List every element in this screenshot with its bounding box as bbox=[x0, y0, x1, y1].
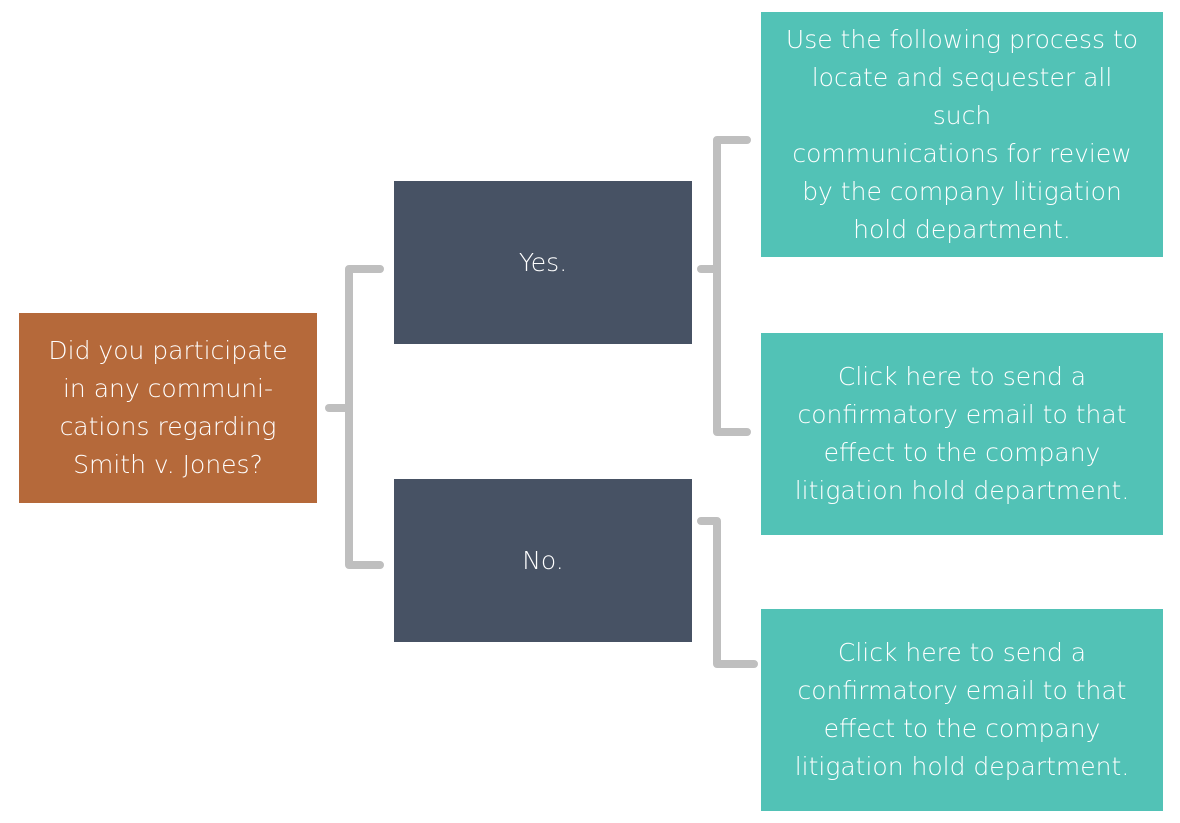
connector-question-bracket bbox=[345, 265, 384, 569]
yes-answer-label: Yes. bbox=[518, 247, 568, 277]
no-answer-box[interactable]: No. bbox=[394, 479, 692, 642]
confirm-email-no-text: Click here to send a confirmatory email … bbox=[794, 638, 1130, 781]
sequester-instructions-box: Use the following process to locate and … bbox=[761, 12, 1163, 257]
yes-answer-box[interactable]: Yes. bbox=[394, 181, 692, 344]
no-answer-label: No. bbox=[522, 545, 564, 575]
confirm-email-yes-text: Click here to send a confirmatory email … bbox=[794, 362, 1130, 505]
confirm-email-no-link[interactable]: Click here to send a confirmatory email … bbox=[761, 609, 1163, 811]
sequester-instructions-text: Use the following process to locate and … bbox=[785, 24, 1139, 244]
question-text: Did you participate in any communi- cati… bbox=[48, 336, 288, 479]
question-box: Did you participate in any communi- cati… bbox=[19, 313, 317, 503]
confirm-email-yes-link[interactable]: Click here to send a confirmatory email … bbox=[761, 333, 1163, 535]
connector-no-bracket bbox=[697, 517, 758, 668]
connector-yes-bracket bbox=[713, 136, 751, 436]
